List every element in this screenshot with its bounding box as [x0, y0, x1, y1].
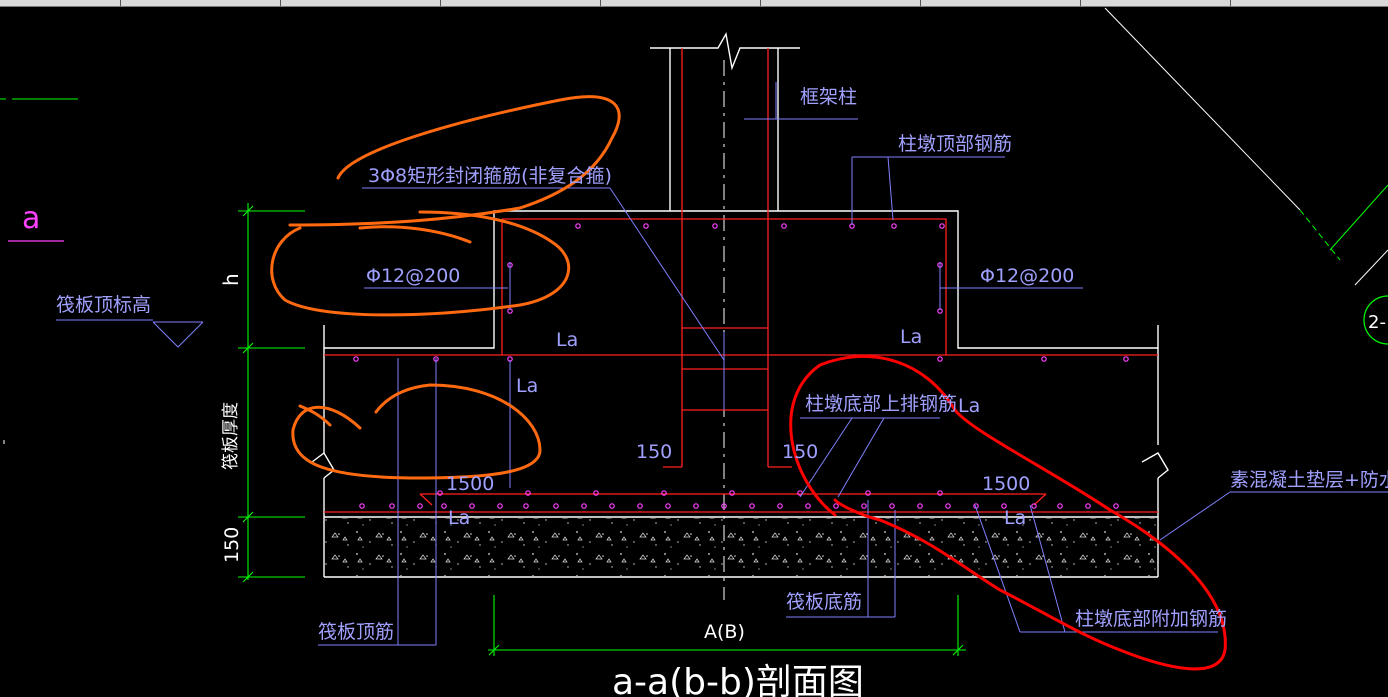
axis-label: A(B): [704, 621, 745, 643]
rebar-dot: [497, 503, 503, 509]
rebar-dot: [437, 490, 443, 496]
rebar-dot: [469, 503, 475, 509]
dim-bedding-thickness: 150: [221, 527, 243, 563]
axis-circle: [1363, 295, 1388, 345]
rebar-dot: [1001, 503, 1007, 509]
rebar-dots: [353, 223, 1129, 509]
label-raft-top-elevation: 筏板顶标高: [56, 294, 151, 316]
rebar-dot: [917, 503, 923, 509]
dimension-lines: [238, 203, 966, 656]
rebar-dot: [575, 223, 581, 229]
toolbar-strip: [0, 0, 1388, 7]
hand-drawn-annotations-red: [789, 354, 1227, 671]
label-la: La: [958, 395, 980, 417]
label-pier-top-rebar: 柱墩顶部钢筋: [898, 133, 1012, 155]
rebar-dot: [665, 503, 671, 509]
label-bedding-layer: 素混凝土垫层+防水层: [1230, 469, 1388, 491]
label-closed-stirrup: 3Φ8矩形封闭箍筋(非复合箍): [368, 165, 612, 187]
rebar-dot: [1031, 503, 1037, 509]
rebar-dot: [693, 503, 699, 509]
rebar-dot: [805, 503, 811, 509]
rebar-dot: [353, 356, 359, 362]
label-bar-right: Φ12@200: [980, 265, 1074, 287]
label-la: La: [448, 507, 470, 529]
label-la: La: [1004, 507, 1026, 529]
rebar-lines: [324, 48, 1158, 513]
rebar-dot: [593, 490, 599, 496]
rebar-dot: [712, 223, 718, 229]
rebar-dot: [389, 503, 395, 509]
rebar-dot: [643, 223, 649, 229]
label-frame-column: 框架柱: [800, 86, 857, 108]
rebar-dot: [523, 503, 529, 509]
label-raft-thickness: 筏板厚度: [221, 402, 241, 470]
rebar-dot: [721, 503, 727, 509]
rebar-dot: [661, 490, 667, 496]
rebar-dot: [1113, 503, 1119, 509]
rebar-dot: [891, 223, 897, 229]
grid-axis-lines: [1104, 7, 1388, 286]
rebar-dot: [865, 490, 871, 496]
rebar-dot: [1057, 503, 1063, 509]
label-bar-left: Φ12@200: [366, 265, 460, 287]
axis-circle-label: 2-: [1368, 312, 1386, 333]
rebar-dot: [553, 503, 559, 509]
label-la: La: [556, 329, 578, 351]
rebar-dot: [749, 503, 755, 509]
rebar-dot: [637, 503, 643, 509]
rebar-dot: [581, 503, 587, 509]
section-letter: a: [22, 201, 40, 236]
rebar-dot: [359, 503, 365, 509]
dim-span-left: 1500: [446, 473, 494, 495]
rebar-dot: [937, 356, 943, 362]
rebar-dot: [609, 503, 615, 509]
rebar-dot: [937, 490, 943, 496]
label-la: La: [516, 375, 538, 397]
label-raft-top-rebar: 筏板顶筋: [318, 621, 394, 643]
rebar-dot: [1123, 356, 1129, 362]
rebar-dot: [945, 503, 951, 509]
rebar-dot: [777, 503, 783, 509]
label-pier-bottom-upper-rebar: 柱墩底部上排钢筋: [805, 393, 957, 415]
dim-span-right: 1500: [982, 473, 1030, 495]
hand-drawn-annotations: [270, 95, 621, 480]
leader-lines: [56, 82, 1388, 646]
rebar-dot: [833, 503, 839, 509]
rebar-dot: [729, 490, 735, 496]
label-raft-bottom-rebar: 筏板底筋: [786, 591, 862, 613]
rebar-dot: [417, 503, 423, 509]
bedding-layer-hatch: [325, 518, 1157, 576]
label-pier-bottom-extra-rebar: 柱墩底部附加钢筋: [1075, 608, 1227, 630]
rebar-dot: [441, 503, 447, 509]
concrete-outline: [311, 210, 1169, 578]
rebar-dot: [939, 223, 945, 229]
rebar-dot: [525, 490, 531, 496]
rebar-dot: [889, 503, 895, 509]
label-la: La: [900, 326, 922, 348]
rebar-dot: [1085, 503, 1091, 509]
dim-offset-left: 150: [636, 441, 672, 463]
drawing-title: a-a(b-b)剖面图: [612, 662, 864, 697]
rebar-dot: [1041, 356, 1047, 362]
rebar-dot: [781, 223, 787, 229]
rebar-dot: [861, 503, 867, 509]
dim-offset-right: 150: [782, 441, 818, 463]
column-outline: [650, 31, 800, 211]
dim-h: h: [219, 273, 243, 286]
